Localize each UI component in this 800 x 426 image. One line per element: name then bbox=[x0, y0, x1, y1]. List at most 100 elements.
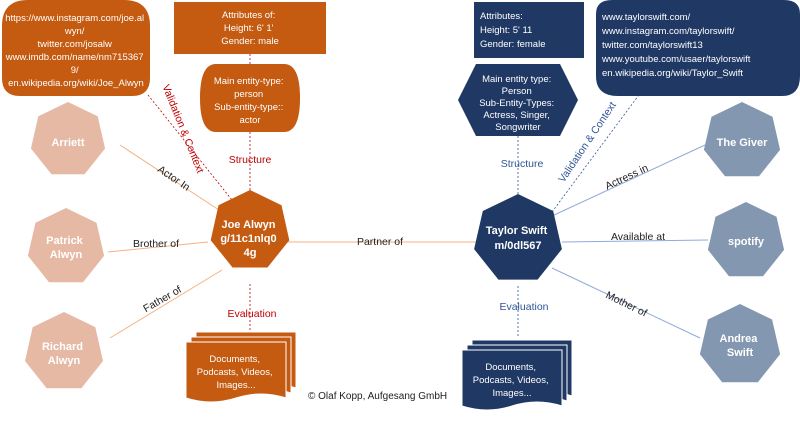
right-entity-line: Songwriter bbox=[495, 122, 540, 133]
right-evaluation-label: Evaluation bbox=[499, 301, 548, 313]
right-related-nodes: The Giver spotify Andrea Swift bbox=[699, 102, 785, 383]
arriett-node bbox=[30, 102, 106, 175]
actor-in-label: Actor In bbox=[155, 163, 192, 193]
right-entity-line: Person bbox=[502, 86, 532, 97]
left-url-line: twitter.com/josalw bbox=[37, 39, 112, 50]
left-related-nodes: Arriett Patrick Alwyn Richard Alwyn bbox=[25, 102, 106, 389]
edge-actress-in bbox=[551, 144, 706, 217]
left-validation-label: Validation & Context bbox=[160, 83, 207, 175]
patrick-line: Patrick bbox=[46, 235, 84, 247]
right-structure-label: Structure bbox=[501, 158, 544, 170]
svg-text:Main entity-type: person: Main entity-type: person Sub-entity-type… bbox=[214, 76, 286, 126]
spotify-label: spotify bbox=[728, 236, 765, 248]
brother-of-label: Brother of bbox=[133, 238, 179, 250]
right-doc-line: Documents, bbox=[485, 362, 536, 373]
right-attr-line: Height: 5' 11 bbox=[480, 25, 532, 36]
patrick-line: Alwyn bbox=[50, 249, 83, 261]
right-url-line: www.taylorswift.com/ bbox=[601, 12, 691, 23]
left-attr-line: Height: 6' 1' bbox=[224, 23, 274, 34]
right-entity-type-box: Main entity type: Person Sub-Entity-Type… bbox=[458, 64, 578, 136]
svg-text:Documents, Podcasts, Vid: Documents, Podcasts, Videos, Images... bbox=[473, 362, 552, 399]
andrea-line: Swift bbox=[727, 347, 754, 359]
patrick-alwyn-label: Patrick Alwyn bbox=[46, 235, 86, 261]
left-entity-type-box: Main entity-type: person Sub-entity-type… bbox=[200, 64, 300, 132]
left-attr-line: Attributes of: bbox=[222, 10, 275, 21]
richard-alwyn-label: Richard Alwyn bbox=[42, 341, 86, 367]
taylor-swift-line: m/0dl567 bbox=[494, 240, 541, 252]
right-attributes-box: Attributes: Height: 5' 11 Gender: female bbox=[474, 2, 584, 58]
edge-father-of bbox=[109, 269, 223, 339]
edge-actor-in bbox=[119, 144, 223, 213]
left-doc-line: Podcasts, Videos, bbox=[197, 367, 273, 378]
right-attr-line: Attributes: bbox=[480, 11, 523, 22]
mother-of-label: Mother of bbox=[604, 289, 649, 319]
right-url-line: en.wikipedia.org/wiki/Taylor_Swift bbox=[602, 68, 743, 79]
left-structure-label: Structure bbox=[229, 154, 272, 166]
partner-of-label: Partner of bbox=[357, 236, 403, 248]
richard-line: Richard bbox=[42, 341, 83, 353]
joe-alwyn-line: g/11c1nlq0 bbox=[220, 233, 276, 245]
left-url-line: wyn/ bbox=[64, 26, 85, 37]
father-of-label: Father of bbox=[141, 284, 183, 315]
left-entity-line: actor bbox=[239, 115, 260, 126]
right-url-line: twitter.com/taylorswift13 bbox=[602, 40, 703, 51]
left-url-line: en.wikipedia.org/wiki/Joe_Alwyn bbox=[8, 78, 144, 89]
svg-text:Attributes of: Height:: Attributes of: Height: 6' 1' Gender: mal… bbox=[221, 10, 279, 47]
edge-mother-of bbox=[551, 267, 701, 339]
left-documents-stack: Documents, Podcasts, Videos, Images... bbox=[185, 331, 297, 403]
left-doc-line: Images... bbox=[216, 380, 255, 391]
the-giver-node bbox=[703, 102, 781, 177]
left-entity-line: person bbox=[234, 89, 263, 100]
right-doc-line: Podcasts, Videos, bbox=[473, 375, 549, 386]
left-evaluation-label: Evaluation bbox=[227, 308, 276, 320]
copyright-text: © Olaf Kopp, Aufgesang GmbH bbox=[308, 391, 447, 402]
edge-left-validation bbox=[147, 94, 233, 201]
the-giver-label: The Giver bbox=[717, 137, 768, 149]
actress-in-label: Actress in bbox=[603, 162, 650, 192]
right-doc-line: Images... bbox=[492, 388, 531, 399]
right-entity-line: Actress, Singer, bbox=[483, 110, 550, 121]
edge-brother-of bbox=[107, 241, 209, 253]
svg-text:Attributes: Height: 5': Attributes: Height: 5' 11 Gender: female bbox=[480, 11, 545, 50]
right-entity-line: Main entity type: bbox=[482, 74, 551, 85]
joe-alwyn-node: Joe Alwyn g/11c1nlq0 4g bbox=[210, 190, 290, 268]
right-url-line: www.youtube.com/usaer/taylorswift bbox=[601, 54, 751, 65]
richard-alwyn-node bbox=[25, 312, 103, 389]
right-url-line: www.instagram.com/taylorswift/ bbox=[601, 26, 735, 37]
svg-text:https://www.instagram.com/joe.: https://www.instagram.com/joe.al wyn/ tw… bbox=[5, 13, 147, 89]
andrea-line: Andrea bbox=[720, 333, 759, 345]
left-entity-line: Main entity-type: bbox=[214, 76, 284, 87]
right-entity-line: Sub-Entity-Types: bbox=[479, 98, 554, 109]
right-attr-line: Gender: female bbox=[480, 39, 545, 50]
left-attr-line: Gender: male bbox=[221, 36, 279, 47]
andrea-swift-label: Andrea Swift bbox=[720, 333, 761, 359]
svg-text:Taylor Swift m/0dl567: Taylor Swift m/0dl567 bbox=[486, 225, 551, 252]
available-at-label: Available at bbox=[611, 231, 665, 243]
left-url-line: www.imdb.com/name/nm715367 bbox=[5, 52, 144, 63]
left-doc-line: Documents, bbox=[209, 354, 260, 365]
connectors bbox=[107, 54, 709, 339]
taylor-swift-line: Taylor Swift bbox=[486, 225, 548, 237]
svg-text:Documents, Podcasts, Vid: Documents, Podcasts, Videos, Images... bbox=[197, 354, 276, 391]
left-url-line: https://www.instagram.com/joe.al bbox=[5, 13, 144, 24]
right-documents-stack: Documents, Podcasts, Videos, Images... bbox=[461, 339, 573, 411]
richard-line: Alwyn bbox=[48, 355, 81, 367]
left-urls-box: https://www.instagram.com/joe.al wyn/ tw… bbox=[2, 0, 150, 96]
joe-alwyn-line: Joe Alwyn bbox=[221, 219, 275, 231]
svg-text:www.taylorswift.com/ www: www.taylorswift.com/ www.instagram.com/t… bbox=[601, 12, 753, 79]
andrea-swift-node bbox=[699, 304, 781, 383]
svg-text:Main entity type: Person: Main entity type: Person Sub-Entity-Type… bbox=[479, 74, 557, 133]
taylor-swift-node: Taylor Swift m/0dl567 bbox=[474, 194, 562, 280]
spotify-node bbox=[707, 202, 785, 277]
arriett-label: Arriett bbox=[51, 137, 84, 149]
joe-alwyn-line: 4g bbox=[244, 247, 257, 259]
edge-available-at bbox=[561, 239, 709, 243]
left-attributes-box: Attributes of: Height: 6' 1' Gender: mal… bbox=[174, 2, 326, 54]
svg-text:Joe Alwyn g/11c1nlq0: Joe Alwyn g/11c1nlq0 4g bbox=[220, 219, 279, 259]
edge-right-validation bbox=[551, 79, 651, 213]
right-urls-box: www.taylorswift.com/ www.instagram.com/t… bbox=[596, 0, 800, 96]
patrick-alwyn-node bbox=[27, 208, 105, 283]
left-entity-line: Sub-entity-type:: bbox=[214, 102, 283, 113]
